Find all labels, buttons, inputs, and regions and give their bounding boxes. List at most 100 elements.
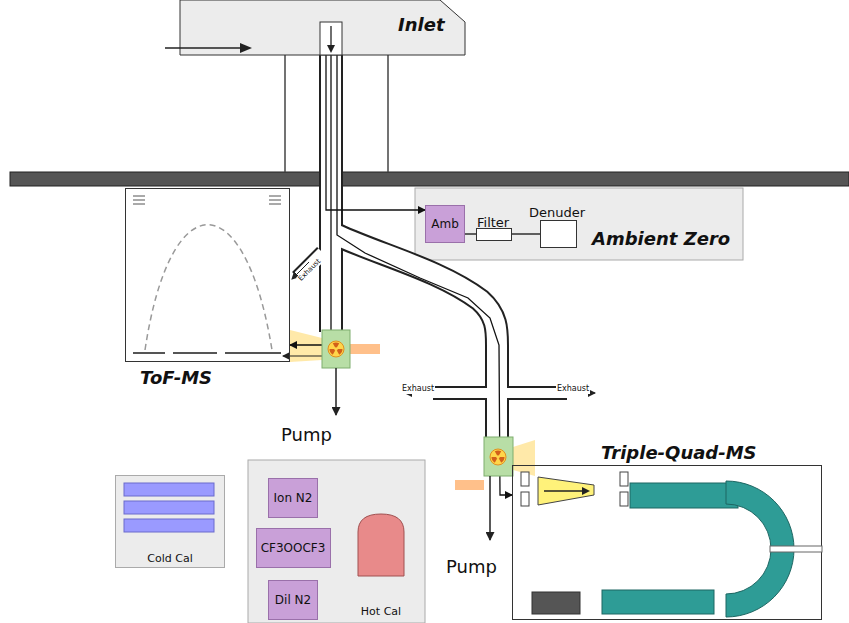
arrow-head — [327, 45, 335, 53]
filter-box: Filter — [476, 228, 512, 241]
flow-connector — [326, 55, 425, 210]
node-label: Amb — [431, 217, 459, 231]
flow-connector — [337, 55, 512, 495]
cold-cal-box: Cold Cal — [115, 475, 225, 568]
ion-lens — [620, 472, 628, 486]
node-label: Denuder — [529, 205, 585, 221]
ion-beam — [290, 330, 322, 362]
label-holder: Pump — [445, 556, 498, 578]
quadrupole — [630, 483, 738, 508]
gas-cylinder: Ion N2 — [268, 478, 318, 518]
pump-arrow — [335, 368, 337, 415]
floor-bar — [10, 172, 849, 186]
pump-arrow — [489, 476, 491, 540]
flow-connector — [465, 233, 476, 234]
ion-funnel — [538, 477, 594, 505]
tube-wall — [337, 235, 497, 390]
label-holder: Exhaust — [401, 376, 435, 395]
tube-bore — [337, 235, 497, 390]
ion-source — [484, 437, 513, 476]
label-holder: Exhaust — [290, 250, 325, 285]
shape-outline — [125, 188, 290, 362]
radiation-symbol — [328, 341, 344, 357]
inlet-support — [284, 55, 286, 172]
node-label: CF3OOCF3 — [261, 541, 326, 555]
flow-arrow — [165, 47, 242, 49]
tube-wall — [485, 393, 509, 440]
node-label: ToF-MS — [140, 367, 212, 389]
radiation-core — [334, 347, 338, 351]
radiation-disc — [328, 341, 344, 357]
radiation-symbols — [328, 341, 506, 465]
exhaust-label: Exhaust — [556, 384, 590, 394]
node-label: Triple-Quad-MS — [601, 442, 757, 464]
arrow-head — [240, 43, 252, 53]
tube-bore — [487, 393, 507, 440]
ion-source — [322, 330, 350, 368]
denuder-box: Denuder — [540, 220, 577, 248]
shape-outline — [512, 465, 822, 620]
exhaust-label: Exhaust — [401, 384, 435, 394]
electronics-block — [532, 592, 580, 614]
gas-cylinder: Amb — [425, 205, 465, 243]
cold-cal-bar — [124, 501, 214, 514]
gas-panel — [248, 460, 425, 623]
triple-quad-box: Triple-Quad-MS — [512, 465, 822, 620]
arrow-head — [582, 487, 590, 495]
flow-arrow — [330, 26, 331, 46]
reflectron-grid — [133, 200, 145, 201]
tof-ms-box: ToF-MS — [125, 188, 290, 362]
light-beam — [350, 344, 380, 354]
reflectron-grid — [269, 200, 281, 201]
reflectron-grid — [133, 204, 145, 205]
node-label: Ion N2 — [274, 491, 313, 505]
ambient-zero-panel — [415, 188, 743, 260]
ion-arrow — [283, 355, 322, 356]
detector-plate — [173, 352, 217, 354]
pump-label: Pump — [445, 556, 498, 578]
detector-rod — [770, 546, 822, 552]
gas-cylinder: CF3OOCF3 — [256, 528, 331, 568]
node-label: Dil N2 — [275, 593, 311, 607]
label-holder: Exhaust — [556, 376, 590, 395]
node-label: Hot Cal — [361, 605, 401, 618]
radiation-disc — [490, 449, 506, 465]
quadrupole — [602, 590, 714, 614]
ion-beam — [513, 440, 535, 476]
reflectron-grid — [269, 204, 281, 205]
light-beam — [455, 480, 484, 490]
shape-outline — [350, 512, 412, 620]
inlet-housing — [180, 0, 465, 55]
ion-flight-path — [145, 225, 272, 350]
cold-cal-bar — [124, 483, 214, 496]
label-holder: Pump — [280, 424, 333, 446]
node-label: Filter — [477, 215, 509, 231]
radiation-core — [496, 455, 500, 459]
inlet-support — [387, 55, 389, 172]
ion-lens — [620, 492, 628, 506]
inlet-tube — [320, 22, 342, 55]
reflectron-grid — [269, 196, 281, 197]
exhaust-label: Exhaust — [296, 256, 323, 283]
detector-plate — [225, 352, 281, 354]
gas-cylinder: Dil N2 — [268, 580, 318, 620]
cold-cal-bar — [124, 519, 214, 532]
flow-connector — [512, 233, 540, 234]
inlet-housing: Inlet — [180, 0, 465, 55]
ambient-zero-panel: Ambient ZeroAmbFilterDenuder — [415, 188, 743, 260]
detector-plate — [133, 352, 165, 354]
hot-cal-oven: Hot Cal — [350, 512, 412, 620]
radiation-symbol — [490, 449, 506, 465]
node-label: Inlet — [398, 14, 445, 36]
reflectron-grid — [133, 196, 145, 197]
ion-path — [544, 490, 584, 491]
node-label: Cold Cal — [147, 552, 192, 565]
flow-connector — [290, 55, 331, 345]
hot-cal-oven — [358, 514, 404, 576]
pump-label: Pump — [280, 424, 333, 446]
ion-lens — [521, 492, 529, 506]
ion-lens — [521, 472, 529, 486]
node-label: Ambient Zero — [592, 228, 730, 250]
